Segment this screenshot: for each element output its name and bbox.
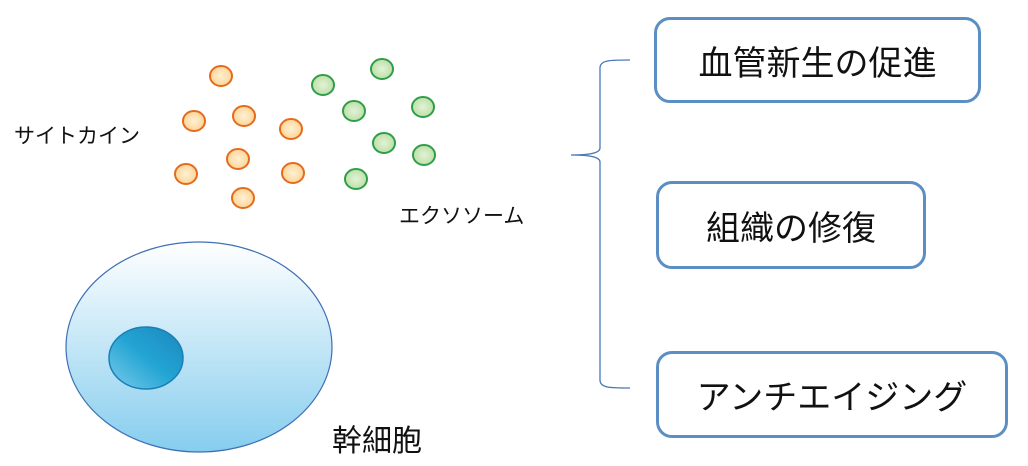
exosome-particle: [344, 168, 368, 190]
cytokine-particles: [174, 65, 305, 209]
cytokine-particle: [226, 148, 250, 170]
cytokine-particle: [182, 110, 206, 132]
exosome-label: エクソソーム: [399, 204, 525, 228]
exosome-particle: [342, 100, 366, 122]
cell-nucleus: [108, 326, 184, 390]
stem-cell: [65, 241, 333, 453]
effect-box-angiogenesis: 血管新生の促進: [654, 17, 981, 103]
exosome-particle: [372, 132, 396, 154]
effect-box-anti-aging: アンチエイジング: [656, 351, 1008, 438]
cytokine-particle: [231, 187, 255, 209]
effect-label: アンチエイジング: [696, 378, 968, 418]
cytokine-particle: [232, 105, 256, 127]
effect-box-tissue-repair: 組織の修復: [656, 181, 926, 269]
effect-label: 血管新生の促進: [698, 43, 937, 84]
exosome-particles: [311, 58, 436, 190]
stem-cell-label: 幹細胞: [332, 424, 422, 459]
cytokine-label: サイトカイン: [14, 124, 140, 148]
cytokine-particle: [279, 118, 303, 140]
exosome-particle: [411, 96, 435, 118]
exosome-particle: [370, 58, 394, 80]
cell-body: [65, 241, 333, 453]
cytokine-particle: [174, 163, 198, 185]
exosome-particle: [412, 144, 436, 166]
exosome-particle: [311, 74, 335, 96]
curly-bracket: [570, 59, 631, 389]
effect-label: 組織の修復: [706, 208, 876, 249]
cytokine-particle: [281, 162, 305, 184]
cytokine-particle: [209, 65, 233, 87]
